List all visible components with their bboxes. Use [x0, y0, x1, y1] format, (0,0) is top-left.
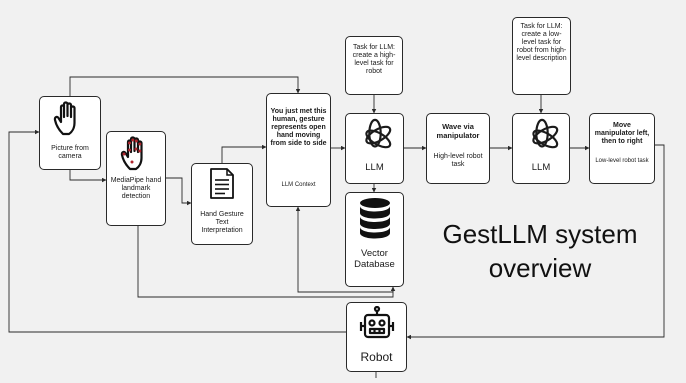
vector-db-node: Vector Database [345, 192, 404, 287]
context-text: You just met this human, gesture represe… [270, 108, 327, 148]
llm2-node: LLM [512, 113, 570, 184]
arrow-mediapipe-to-gesture [166, 177, 192, 206]
high-level-caption: High-level robot task [433, 153, 483, 169]
vector-db-label: Vector Database [354, 248, 395, 270]
task-llm2-node: Task for LLM: create a low-level task fo… [512, 17, 571, 95]
openai-icon [365, 118, 392, 149]
low-level-node: Move manipulator left, then to right Low… [589, 113, 655, 184]
hand-icon [53, 101, 76, 136]
llm1-node: LLM [345, 113, 404, 184]
title-line-2: overview [488, 252, 592, 283]
robot-node: Robot [346, 302, 407, 372]
arrow-camera-to-context [69, 76, 301, 96]
low-level-caption: Low-level robot task [595, 158, 649, 164]
arrow-robot-to-camera [8, 129, 346, 333]
database-icon [360, 198, 390, 239]
mediapipe-node: MediaPipe hand landmark detection [106, 131, 166, 226]
gesture-text-label: Hand Gesture Text Interpretation [200, 211, 244, 235]
gesture-text-node: Hand Gesture Text Interpretation [191, 163, 253, 245]
mediapipe-label: MediaPipe hand landmark detection [110, 177, 162, 201]
title-line-1: GestLLM system [442, 219, 638, 249]
arrow-mediapipe-to-db [137, 226, 396, 298]
context-caption: LLM Context [281, 182, 316, 188]
robot-icon [359, 306, 395, 339]
camera-node: Picture from camera [39, 96, 101, 170]
task-llm2-label: Task for LLM: create a low-level task fo… [516, 23, 567, 63]
hand-landmarks-icon [120, 136, 143, 171]
high-level-node: Wave via manipulator High-level robot ta… [426, 113, 490, 184]
task-llm1-node: Task for LLM: create a high-level task f… [345, 36, 403, 95]
robot-label: Robot [360, 350, 393, 364]
context-node: You just met this human, gesture represe… [266, 93, 331, 207]
arrow-gesture-to-context [221, 144, 267, 163]
llm2-label: LLM [531, 162, 551, 173]
document-icon [210, 168, 234, 199]
arrow-lowlevel-to-robot [406, 144, 665, 340]
arrow-camera-to-mediapipe [69, 170, 107, 183]
openai-icon [532, 118, 559, 149]
llm1-label: LLM [365, 162, 384, 173]
diagram-title: GestLLM system overview [440, 218, 640, 286]
task-llm1-label: Task for LLM: create a high-level task f… [352, 44, 396, 76]
low-level-text: Move manipulator left, then to right [594, 122, 650, 146]
high-level-text: Wave via manipulator [436, 122, 480, 140]
camera-label: Picture from camera [51, 145, 89, 161]
